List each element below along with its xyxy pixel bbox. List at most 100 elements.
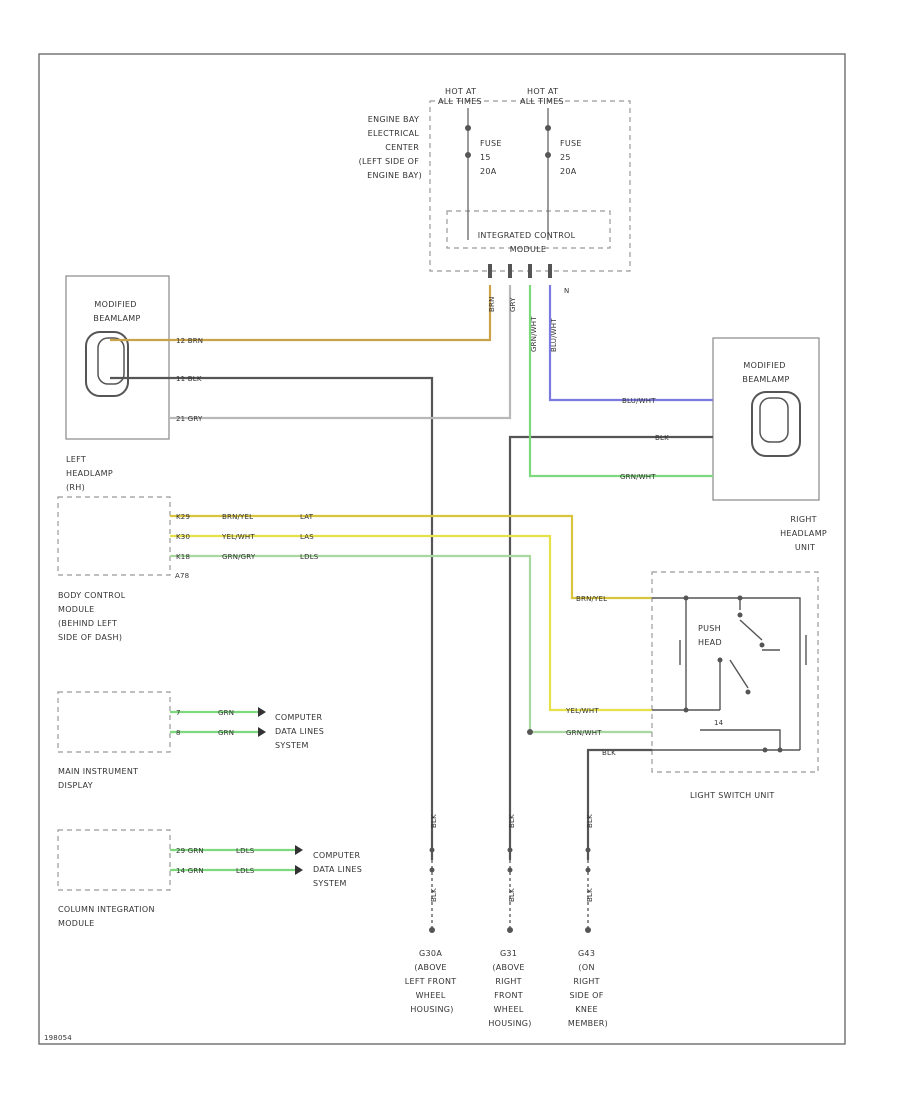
ground-g43: BLK BLK [585, 814, 594, 933]
splice-dot [527, 729, 533, 735]
wire-left-blk-label: 11 BLK [176, 375, 202, 383]
fuse-15-top-dot [465, 125, 471, 131]
icm-wire-blu: BLU/WHT [550, 318, 558, 352]
light-switch-label: LIGHT SWITCH UNIT [690, 791, 775, 800]
wire-bcm-brnyel [170, 514, 652, 600]
cem-arrow-2 [295, 865, 303, 875]
cem-box [57, 829, 171, 891]
ground-g30a-label: G30A (ABOVE LEFT FRONT WHEEL HOUSING) [405, 949, 460, 1014]
wire-left-gry-label: 21 GRY [176, 415, 203, 423]
bcm-k29-fn: LAT [300, 513, 314, 521]
left-lamp-filament [97, 337, 125, 385]
fuse-25-label: FUSE 25 20A [560, 139, 585, 176]
dim-pin-8-color: GRN [218, 729, 234, 737]
icm-connector-pins [488, 264, 552, 278]
dim-arrow-2 [258, 727, 266, 737]
fuse-15-bot-dot [465, 152, 471, 158]
hot-all-label-1: ALL TIMES [438, 97, 482, 106]
ground-g30a: BLK BLK [429, 814, 438, 933]
ls-grnwht-label: GRN/WHT [566, 729, 602, 737]
cem-label: COLUMN INTEGRATION MODULE [58, 905, 158, 928]
bcm-k30-fn: LAS [300, 533, 314, 541]
wire-bcm-grngry [170, 554, 652, 734]
left-beamlamp-label: MODIFIED BEAMLAMP [93, 300, 140, 323]
cem-pin-29-fn: LDLS [236, 847, 255, 855]
ls-brnyel-label: BRN/YEL [576, 595, 607, 603]
light-switch-box [651, 571, 819, 773]
svg-text:BLK: BLK [508, 814, 516, 828]
diagram-frame [38, 53, 846, 1045]
bcm-k18-fn: LDLS [300, 553, 319, 561]
engine-bay-label: ENGINE BAY ELECTRICAL CENTER (LEFT SIDE … [359, 115, 422, 180]
wire-bcm-yelwht [170, 534, 652, 712]
left-beamlamp-box [65, 275, 170, 440]
wire-right-grn-label: GRN/WHT [620, 473, 656, 481]
wire-left-gry [169, 285, 512, 420]
bcm-connector-label: A78 [175, 572, 189, 580]
bcm-k18: K18 [176, 553, 190, 561]
icm-wire-grn: GRN/WHT [530, 316, 538, 352]
dim-pin-8: 8 [176, 729, 181, 737]
left-headlamp-label: LEFT HEADLAMP (RH) [66, 455, 116, 492]
svg-text:BLK: BLK [586, 888, 594, 902]
right-beamlamp-label: MODIFIED BEAMLAMP [742, 361, 789, 384]
cdl-1-label: COMPUTER DATA LINES SYSTEM [275, 713, 327, 750]
icm-wire-brn: BRN [488, 296, 496, 312]
diagram-id: 198054 [44, 1034, 72, 1042]
cem-pin-14-fn: LDLS [236, 867, 255, 875]
svg-text:BLK: BLK [508, 888, 516, 902]
cem-arrow-1 [295, 845, 303, 855]
hot-at-label-1: HOT AT [445, 87, 476, 96]
icm-box [446, 210, 611, 249]
bcm-label: BODY CONTROL MODULE (BEHIND LEFT SIDE OF… [58, 591, 128, 642]
right-lamp-filament [759, 397, 789, 443]
dim-box [57, 691, 171, 753]
fuse-25-bot-dot [545, 152, 551, 158]
ls-14-label: 14 [714, 719, 724, 727]
ground-g31: BLK BLK [507, 814, 516, 933]
wire-ls-blk [586, 748, 652, 860]
light-switch-dots [683, 595, 783, 753]
cem-pin-29: 29 GRN [176, 847, 204, 855]
cdl-2-label: COMPUTER DATA LINES SYSTEM [313, 851, 365, 888]
bcm-k29-color: BRN/YEL [222, 513, 253, 521]
ground-g31-label: G31 (ABOVE RIGHT FRONT WHEEL HOUSING) [488, 949, 531, 1028]
bcm-box [57, 496, 171, 576]
hot-at-label-2: HOT AT [527, 87, 558, 96]
svg-text:BLK: BLK [430, 888, 438, 902]
ls-yelwht-label: YEL/WHT [565, 707, 599, 715]
icm-pin-n: N [564, 287, 569, 295]
dim-pin-7: 7 [176, 709, 181, 717]
bcm-k30: K30 [176, 533, 190, 541]
dim-label: MAIN INSTRUMENT DISPLAY [58, 767, 141, 790]
push-head-label: PUSH HEAD [698, 624, 724, 647]
wire-right-blu [548, 285, 713, 402]
fuse-25-top-dot [545, 125, 551, 131]
bcm-k30-color: YEL/WHT [221, 533, 255, 541]
dim-arrow-1 [258, 707, 266, 717]
wire-left-brn [110, 285, 492, 342]
ls-blk-label: BLK [602, 749, 616, 757]
icm-wire-gry: GRY [509, 297, 517, 312]
wire-left-blk [110, 376, 434, 860]
cem-pin-14: 14 GRN [176, 867, 204, 875]
right-beamlamp-box [712, 337, 820, 501]
wire-left-brn-label: 12 BRN [176, 337, 203, 345]
ground-g43-label: G43 (ON RIGHT SIDE OF KNEE MEMBER) [568, 949, 608, 1028]
bcm-k29: K29 [176, 513, 190, 521]
dim-pin-7-color: GRN [218, 709, 234, 717]
right-headlamp-label: RIGHT HEADLAMP UNIT [780, 515, 830, 552]
left-lamp-bulb [85, 331, 129, 397]
svg-text:BLK: BLK [430, 814, 438, 828]
svg-text:BLK: BLK [586, 814, 594, 828]
right-lamp-bulb [751, 391, 801, 457]
wire-right-blu-label: BLU/WHT [622, 397, 656, 405]
bcm-k18-color: GRN/GRY [222, 553, 256, 561]
wire-right-blk-label: BLK [655, 434, 669, 442]
light-switch-internals [652, 597, 807, 751]
icm-label: INTEGRATED CONTROL MODULE [478, 231, 579, 254]
wire-right-grn [528, 285, 713, 478]
fuse-15-label: FUSE 15 20A [480, 139, 505, 176]
wire-right-blk [508, 435, 713, 860]
